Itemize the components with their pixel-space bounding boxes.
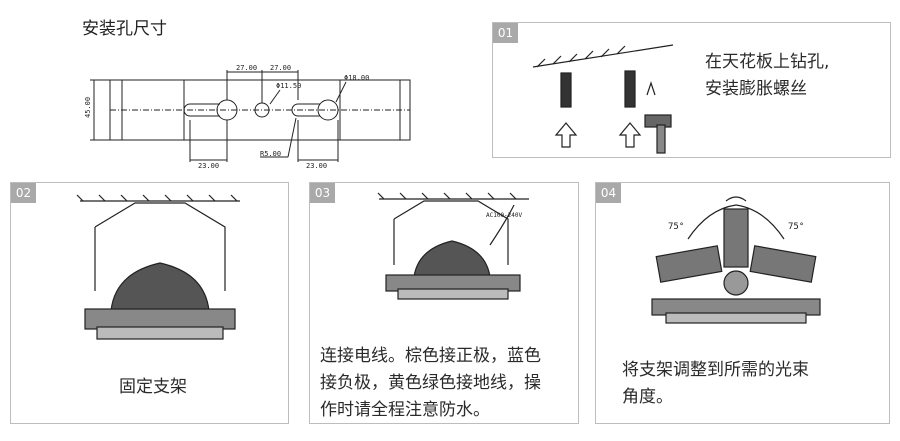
step-03-line-1: 连接电线。棕色接正极，蓝色 [320,346,541,366]
dim-top-right: 27.00 [270,64,291,72]
dim-height: 45.00 [84,97,92,118]
step-04-line-2: 角度。 [622,387,673,407]
step-number: 04 [596,183,621,203]
dim-top-left: 27.00 [236,64,257,72]
dim-hole-small: Φ11.50 [276,82,301,90]
step-number: 02 [11,183,36,203]
drill-ceiling-illustration [532,44,674,154]
step-card-04: 04 75° 75° 将支架调整到所需的光束 角度。 [595,182,890,424]
step-03-line-2: 接负极，黄色绿色接地线，操 [320,373,541,393]
step-card-01: 01 在天花板上钻孔, 安装膨胀螺丝 [492,22,891,158]
step-03-line-3: 作时请全程注意防水。 [320,400,490,420]
angle-label-left: 75° [668,222,684,232]
dim-bottom-left: 23.00 [198,162,219,170]
step-number: 03 [310,183,335,203]
step-card-02: 02 固定支架 [10,182,289,424]
step-01-line-1: 在天花板上钻孔, [705,52,830,72]
dim-bottom-right: 23.00 [306,162,327,170]
step-04-line-1: 将支架调整到所需的光束 [622,360,809,380]
beam-angle-illustration: 75° 75° [651,196,821,324]
step-01-line-2: 安装膨胀螺丝 [705,79,807,99]
section-title: 安装孔尺寸 [82,19,167,39]
step-card-03: 03 AC100-240V 连接电线。棕色接正极，蓝色 接负极，黄色绿色接地线，… [309,182,579,424]
angle-label-right: 75° [788,222,804,232]
step-number: 01 [493,23,518,43]
wire-voltage-label: AC100-240V [486,212,523,219]
mounting-hole-drawing: 27.00 27.00 Φ11.50 Φ18.00 45.00 23.00 R5… [84,64,411,170]
dim-radius: R5.00 [260,150,281,158]
bracket-fixed-illustration [76,194,240,340]
step-02-line-1: 固定支架 [119,377,187,397]
wiring-illustration: AC100-240V [377,192,529,300]
dim-hole-large: Φ18.00 [344,74,369,82]
